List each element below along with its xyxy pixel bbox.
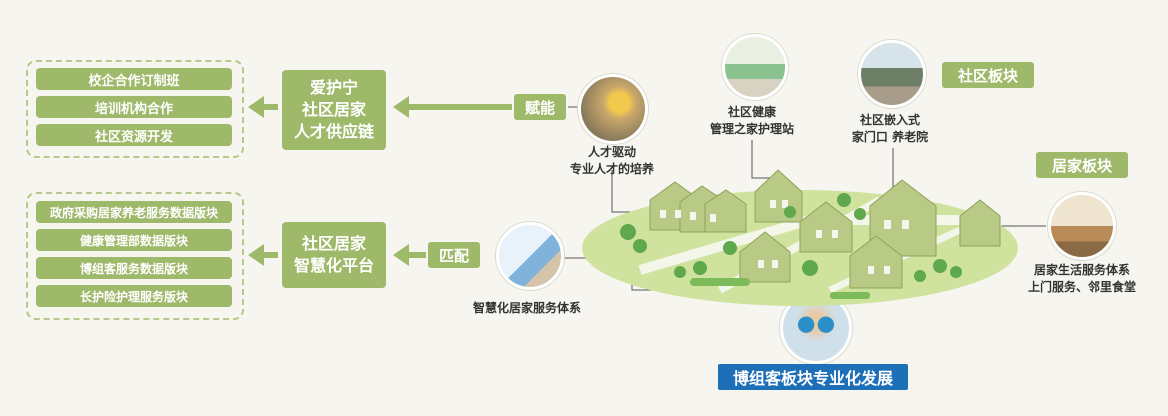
hub-bottom-line1: 社区居家 (301, 234, 366, 253)
caption-nursing-line1: 社区嵌入式 (859, 113, 920, 127)
community-illustration (582, 169, 1018, 306)
caption-home-line1: 居家生活服务体系 (1033, 263, 1130, 277)
buurtzorg-banner: 博组客板块专业化发展 (718, 364, 908, 390)
left-bottom-item-3: 博组客服务数据版块 (36, 257, 232, 279)
house-far-right (959, 199, 1001, 247)
hub-top-line1: 爱护宁 (309, 78, 358, 97)
house-mid (799, 201, 853, 253)
house-row-left (649, 181, 747, 233)
house-front-left (739, 231, 791, 283)
photo-talent (578, 74, 648, 144)
hub-bottom-line2: 智慧化平台 (293, 256, 374, 275)
section-community-label: 社区板块 (942, 62, 1034, 88)
caption-home-line2: 上门服务、邻里食堂 (1027, 280, 1136, 294)
left-bottom-group (26, 192, 244, 320)
left-top-item-1: 校企合作订制班 (36, 68, 232, 90)
hub-talent-supply-chain: 爱护宁 社区居家 人才供应链 (282, 70, 386, 150)
section-home-label: 居家板块 (1036, 152, 1128, 178)
left-top-item-3: 社区资源开发 (36, 124, 232, 146)
left-bottom-item-2: 健康管理部数据版块 (36, 229, 232, 251)
tag-empower: 赋能 (514, 94, 566, 120)
photo-home-life (1048, 192, 1116, 260)
arrow-left-bottom (248, 244, 264, 266)
arrow-hub-top (393, 96, 409, 118)
hub-smart-platform: 社区居家 智慧化平台 (282, 222, 386, 288)
caption-talent-line2: 专业人才的培养 (569, 162, 654, 176)
caption-nursing-line2: 家门口 养老院 (851, 130, 929, 144)
house-front-right (849, 235, 903, 289)
photo-health-station (722, 34, 788, 100)
tag-match: 匹配 (428, 242, 480, 268)
caption-talent-line1: 人才驱动 (587, 145, 636, 159)
left-bottom-item-1: 政府采购居家养老服务数据版块 (36, 201, 232, 223)
arrow-hub-bottom (393, 244, 409, 266)
hub-top-line3: 人才供应链 (293, 122, 374, 141)
caption-talent: 人才驱动 专业人才的培养 (560, 144, 664, 178)
caption-smart-system: 智慧化居家服务体系 (472, 301, 581, 315)
caption-health-station: 社区健康 管理之家护理站 (696, 104, 808, 138)
arrow-left-top (248, 96, 264, 118)
caption-home-life: 居家生活服务体系 上门服务、邻里食堂 (1020, 262, 1144, 296)
hub-top-line2: 社区居家 (301, 100, 366, 119)
caption-nursing-home: 社区嵌入式 家门口 养老院 (836, 112, 944, 146)
left-top-group (26, 60, 244, 158)
caption-station-line2: 管理之家护理站 (709, 122, 794, 136)
caption-station-line1: 社区健康 (727, 105, 776, 119)
photo-nursing-home (858, 40, 926, 108)
left-top-item-2: 培训机构合作 (36, 96, 232, 118)
left-bottom-item-4: 长护险护理服务版块 (36, 285, 232, 307)
photo-smart-system (496, 222, 564, 290)
